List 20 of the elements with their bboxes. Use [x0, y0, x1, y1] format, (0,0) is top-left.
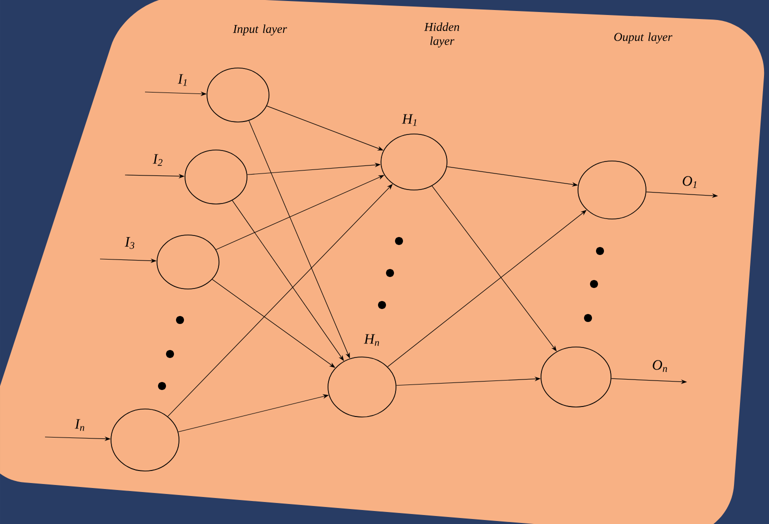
edge-label: I$_{1}$	[178, 74, 187, 86]
edge-label: O$_{n}$	[652, 360, 668, 372]
edge-label: I$_{n}$	[74, 419, 84, 431]
neuron-circle	[540, 346, 612, 408]
layer-title: Hidden layer	[424, 22, 460, 48]
neuron-circle	[206, 68, 270, 122]
neuron-circle	[328, 356, 396, 418]
edge-label: O$_{1}$	[682, 176, 696, 188]
neuron-label: H$_{1}$	[402, 114, 416, 126]
edge-label: I$_{2}$	[152, 154, 162, 166]
layer-title: Ouput layer	[614, 32, 672, 44]
arrow	[432, 186, 557, 352]
neuron-circle	[380, 134, 448, 190]
neuron-circle	[156, 234, 220, 290]
neuron-circle	[578, 160, 646, 220]
edge-label: I$_{3}$	[124, 237, 134, 249]
layer-title: Input layer	[232, 24, 288, 36]
neuron-circle	[184, 150, 248, 204]
neuron-label: H$_{n}$	[364, 334, 380, 346]
neuron-circle	[110, 408, 180, 472]
